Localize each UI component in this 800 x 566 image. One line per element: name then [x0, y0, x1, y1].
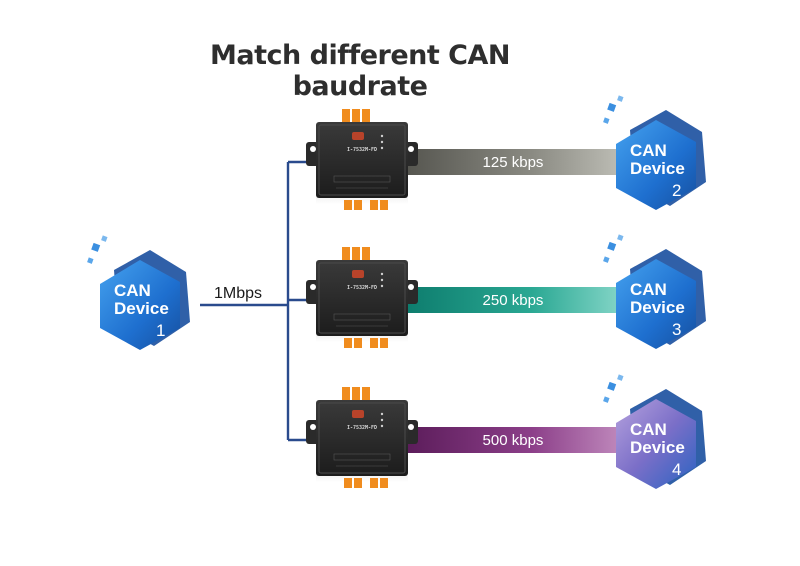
can-device-label: Device	[630, 438, 685, 457]
baudrate-label-1: 125 kbps	[483, 154, 544, 171]
can-device-number: 3	[672, 320, 681, 339]
baudrate-label-3: 500 kbps	[483, 432, 544, 449]
baudrate-band-3	[405, 427, 635, 453]
gateway-group: I-7532M-FD I-7532M-FD I-7532M-FD	[305, 108, 419, 489]
can-device-label: Device	[114, 299, 169, 318]
baudrate-band-1	[405, 149, 635, 175]
can-device-number: 4	[672, 460, 681, 479]
can-device-label: CAN	[630, 280, 667, 299]
can-device-label: Device	[630, 159, 685, 178]
gateway-device-2: I-7532M-FD	[305, 246, 419, 349]
gateway-device-3: I-7532M-FD	[305, 386, 419, 489]
main-link-label: 1Mbps	[214, 285, 262, 302]
baudrate-label-2: 250 kbps	[483, 292, 544, 309]
can-device-label: CAN	[630, 141, 667, 160]
can-device-number: 1	[156, 321, 165, 340]
branch-bands: 125 kbps 250 kbps 500 kbps	[405, 149, 635, 453]
diagram-title: Match different CAN baudrate	[210, 40, 510, 102]
gateway-model-label: I-7532M-FD	[347, 285, 377, 291]
can-device-label: CAN	[114, 281, 151, 300]
can-device-label: CAN	[630, 420, 667, 439]
gateway-device-1: I-7532M-FD	[305, 108, 419, 211]
baudrate-band-2	[405, 287, 635, 313]
gateway-model-label: I-7532M-FD	[347, 147, 377, 153]
gateway-model-label: I-7532M-FD	[347, 425, 377, 431]
can-device-number: 2	[672, 181, 681, 200]
can-device-label: Device	[630, 298, 685, 317]
